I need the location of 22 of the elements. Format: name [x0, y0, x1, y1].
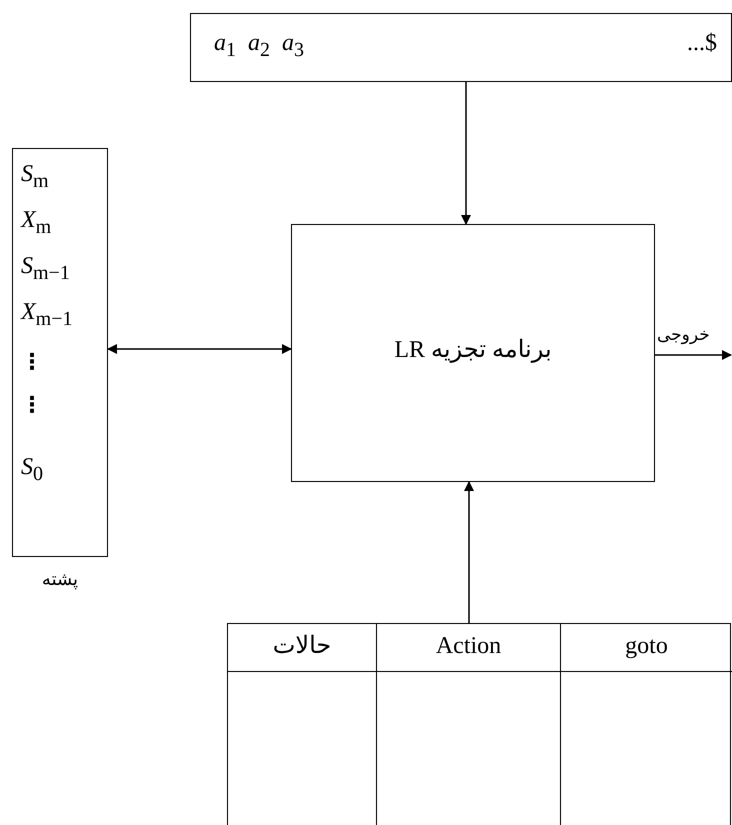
column-header: goto	[561, 624, 732, 672]
stack-symbol: X$_{m}$	[21, 207, 52, 239]
parser-box	[291, 224, 655, 482]
stack-symbol: ⋮	[21, 349, 43, 375]
column-header: Action	[377, 624, 561, 672]
parsing-table	[227, 623, 731, 825]
arrow	[107, 344, 292, 354]
stack-symbol: ⋮	[21, 392, 43, 418]
stack-box	[12, 148, 108, 557]
arrow	[655, 350, 732, 360]
input-tape	[190, 13, 732, 82]
stack-caption: پشته	[40, 569, 80, 590]
stack-symbol: X$_{m−1}$	[21, 299, 73, 331]
tape-symbols: ...$	[687, 30, 717, 57]
parser-label: برنامه تجزیه LR	[393, 336, 553, 364]
tape-symbols: a$_{1}$ a$_{2}$ a$_{3}$	[214, 30, 304, 62]
stack-symbol: S$_{0}$	[21, 454, 43, 486]
stack-symbol: S$_{m}$	[21, 161, 49, 193]
column-header: حالات	[228, 624, 377, 672]
arrow	[464, 481, 474, 623]
stack-symbol: S$_{m−1}$	[21, 253, 70, 285]
arrow	[461, 82, 471, 225]
